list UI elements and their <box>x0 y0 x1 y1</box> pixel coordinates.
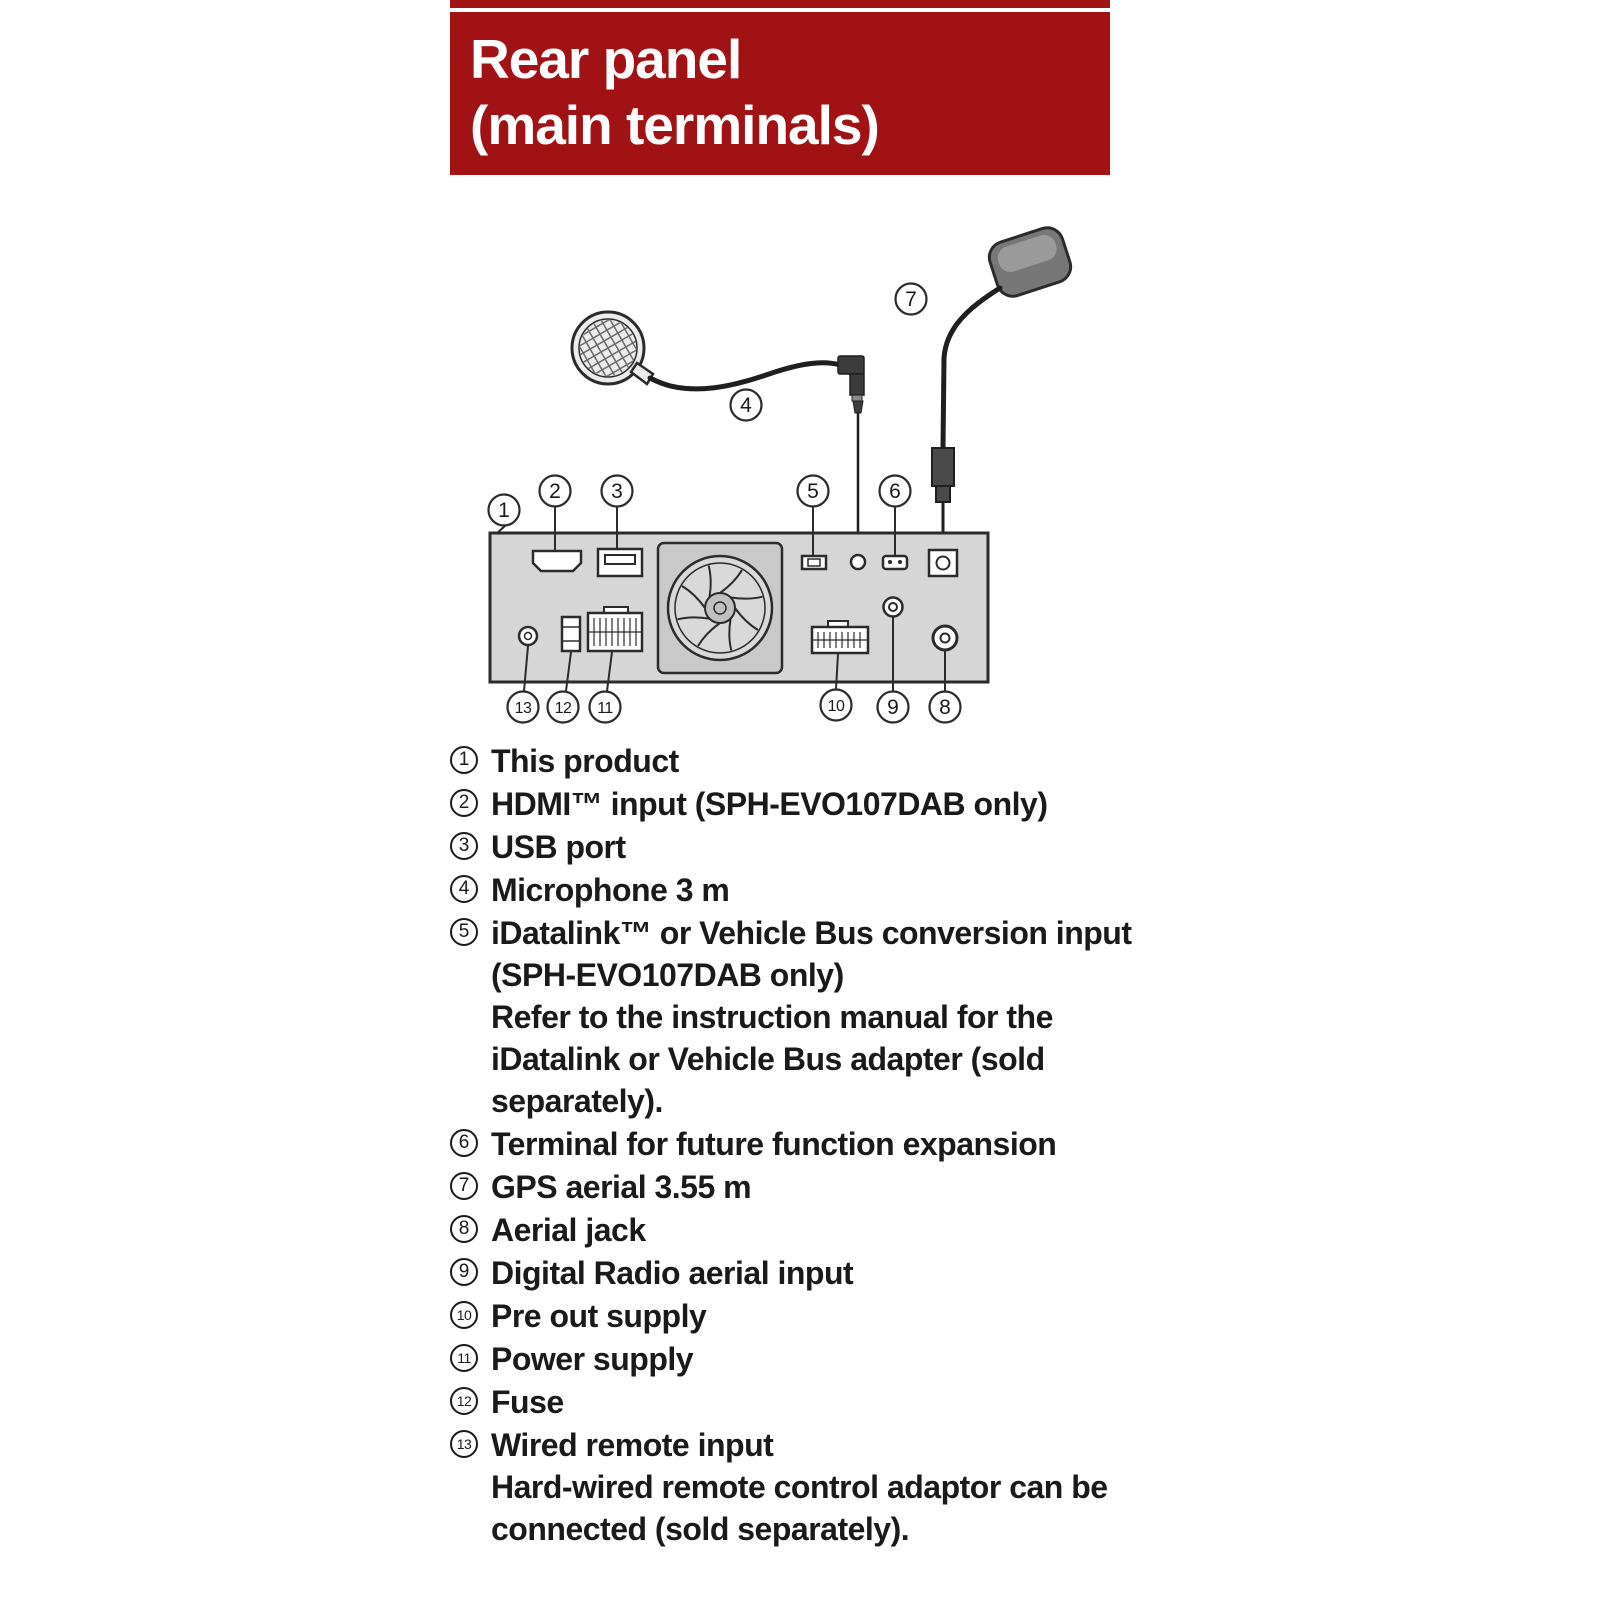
page-title-line1: Rear panel <box>470 28 742 90</box>
legend-list: 1 This product 2 HDMI™ input (SPH-EVO107… <box>450 740 1150 1551</box>
legend-number-6: 6 <box>450 1129 478 1157</box>
callouts: 1 2 3 4 5 6 7 8 9 10 11 12 13 <box>487 282 962 724</box>
legend-item-1: 1 This product <box>450 740 1150 782</box>
legend-text-5: iDatalink™ or Vehicle Bus conversion inp… <box>491 915 1132 993</box>
legend-item-10: 10 Pre out supply <box>450 1295 1150 1337</box>
gps-cable-connector <box>931 447 955 503</box>
wired-remote-jack <box>517 625 539 647</box>
legend-text-13: Wired remote input <box>491 1427 774 1463</box>
callout-9: 9 <box>876 690 910 724</box>
legend-item-3: 3 USB port <box>450 826 1150 868</box>
aerial-jack <box>931 624 959 652</box>
mic-jack <box>849 553 867 571</box>
legend-number-5: 5 <box>450 918 478 946</box>
legend-item-13: 13 Wired remote input Hard-wired remote … <box>450 1424 1150 1550</box>
legend-item-6: 6 Terminal for future function expansion <box>450 1123 1150 1165</box>
legend-number-10: 10 <box>450 1301 478 1329</box>
svg-text:1: 1 <box>498 499 510 522</box>
svg-text:13: 13 <box>515 700 532 717</box>
legend-number-3: 3 <box>450 832 478 860</box>
legend-text-8: Aerial jack <box>491 1212 646 1248</box>
gps-cable <box>940 285 1003 451</box>
preout-connector <box>810 620 870 655</box>
callout-12: 12 <box>546 690 580 724</box>
idatalink-port <box>800 554 828 571</box>
callout-11: 11 <box>588 690 622 724</box>
callout-3: 3 <box>600 474 634 508</box>
svg-text:11: 11 <box>597 700 613 717</box>
rear-panel-diagram: 1 2 3 4 5 6 7 8 9 10 11 12 13 <box>440 200 1120 740</box>
legend-item-12: 12 Fuse <box>450 1381 1150 1423</box>
legend-item-2: 2 HDMI™ input (SPH-EVO107DAB only) <box>450 783 1150 825</box>
svg-text:3: 3 <box>611 480 623 503</box>
callout-13: 13 <box>506 690 540 724</box>
legend-text-4: Microphone 3 m <box>491 872 730 908</box>
legend-note-13: Hard-wired remote control adaptor can be… <box>491 1469 1108 1547</box>
legend-item-5: 5 iDatalink™ or Vehicle Bus conversion i… <box>450 912 1150 1122</box>
callout-5: 5 <box>796 474 830 508</box>
legend-text-12: Fuse <box>491 1384 564 1420</box>
mic-plug-icon <box>837 355 865 414</box>
legend-number-9: 9 <box>450 1258 478 1286</box>
callout-8: 8 <box>928 690 962 724</box>
legend-item-11: 11 Power supply <box>450 1338 1150 1380</box>
legend-item-9: 9 Digital Radio aerial input <box>450 1252 1150 1294</box>
microphone-icon <box>569 309 655 387</box>
svg-text:12: 12 <box>555 700 572 717</box>
legend-number-1: 1 <box>450 746 478 774</box>
mic-arrow-icon <box>851 413 865 549</box>
fuse <box>560 615 582 653</box>
fan-icon <box>656 541 784 675</box>
svg-text:6: 6 <box>889 480 901 503</box>
legend-text-2: HDMI™ input (SPH-EVO107DAB only) <box>491 786 1048 822</box>
legend-number-11: 11 <box>450 1344 478 1372</box>
legend-item-4: 4 Microphone 3 m <box>450 869 1150 911</box>
top-red-strip <box>450 0 1110 8</box>
legend-number-8: 8 <box>450 1215 478 1243</box>
section-header: Rear panel (main terminals) <box>450 12 1110 175</box>
legend-text-7: GPS aerial 3.55 m <box>491 1169 752 1205</box>
usb-port <box>596 547 644 578</box>
expansion-port <box>881 554 909 571</box>
power-connector <box>586 606 644 653</box>
legend-number-4: 4 <box>450 875 478 903</box>
svg-text:4: 4 <box>740 394 752 417</box>
mic-cable <box>647 360 843 392</box>
callout-6: 6 <box>878 474 912 508</box>
digital-radio-jack <box>882 596 904 618</box>
svg-text:8: 8 <box>939 696 951 719</box>
svg-text:5: 5 <box>807 480 819 503</box>
legend-number-12: 12 <box>450 1387 478 1415</box>
legend-number-2: 2 <box>450 789 478 817</box>
legend-note-5: Refer to the instruction manual for the … <box>491 999 1053 1119</box>
svg-text:7: 7 <box>905 288 917 311</box>
callout-2: 2 <box>538 474 572 508</box>
legend-text-3: USB port <box>491 829 626 865</box>
svg-text:10: 10 <box>828 698 845 715</box>
legend-text-10: Pre out supply <box>491 1298 707 1334</box>
legend-text-11: Power supply <box>491 1341 694 1377</box>
legend-text-1: This product <box>491 743 679 779</box>
legend-item-8: 8 Aerial jack <box>450 1209 1150 1251</box>
legend-item-7: 7 GPS aerial 3.55 m <box>450 1166 1150 1208</box>
callout-10: 10 <box>819 688 853 722</box>
svg-text:2: 2 <box>549 480 561 503</box>
callout-1: 1 <box>487 493 521 527</box>
legend-number-7: 7 <box>450 1172 478 1200</box>
hdmi-port <box>531 549 583 573</box>
svg-text:9: 9 <box>887 696 899 719</box>
gps-antenna-icon <box>987 226 1073 298</box>
legend-text-9: Digital Radio aerial input <box>491 1255 854 1291</box>
gps-jack <box>927 548 959 578</box>
legend-text-6: Terminal for future function expansion <box>491 1126 1057 1162</box>
callout-4: 4 <box>729 388 763 422</box>
callout-7: 7 <box>894 282 928 316</box>
leader-lines <box>495 507 946 692</box>
page-title-line2: (main terminals) <box>470 94 880 156</box>
legend-number-13: 13 <box>450 1430 478 1458</box>
